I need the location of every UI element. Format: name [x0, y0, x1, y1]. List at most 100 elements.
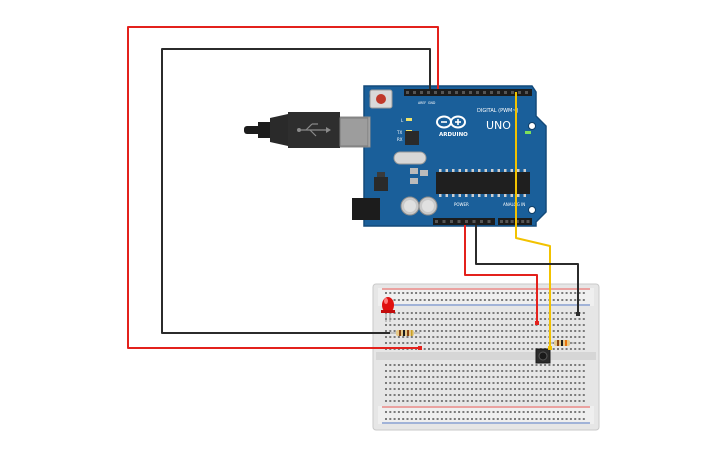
digital-pin-header[interactable] [404, 89, 532, 96]
breadboard-hole [488, 382, 491, 384]
breadboard-hole [415, 299, 418, 301]
breadboard-hole [397, 292, 400, 294]
breadboard-hole [458, 411, 461, 413]
pin-socket [525, 91, 528, 94]
breadboard-hole [436, 364, 439, 366]
breadboard-hole [574, 292, 577, 294]
breadboard-hole [475, 388, 478, 390]
chip-pin [497, 169, 500, 172]
breadboard-hole [479, 292, 482, 294]
usb-cable[interactable] [244, 112, 369, 148]
breadboard-hole [544, 382, 547, 384]
breadboard-hole [475, 292, 478, 294]
breadboard-hole [531, 342, 534, 344]
breadboard-hole [419, 324, 422, 326]
breadboard-hole [440, 318, 443, 320]
power-on-led-icon [525, 131, 531, 134]
breadboard-hole [471, 292, 473, 294]
breadboard-hole [393, 336, 396, 338]
breadboard-hole [518, 292, 521, 294]
pin-socket [500, 220, 503, 223]
breadboard-hole [423, 324, 426, 326]
breadboard-hole [428, 400, 430, 402]
red-wire-5v[interactable] [464, 225, 538, 323]
breadboard[interactable] [372, 283, 600, 431]
breadboard-hole [462, 382, 465, 384]
breadboard-hole [462, 400, 465, 402]
pulldown-resistor[interactable] [548, 340, 574, 346]
arduino-logo-icon [436, 115, 466, 129]
breadboard-hole [423, 418, 426, 420]
breadboard-hole [522, 336, 525, 338]
led-resistor[interactable] [388, 330, 420, 336]
power-pin-header[interactable] [433, 218, 495, 225]
breadboard-hole [526, 318, 529, 320]
breadboard-hole [578, 394, 581, 396]
breadboard-hole [385, 376, 387, 378]
breadboard-hole [415, 318, 418, 320]
red-led[interactable] [381, 297, 395, 322]
breadboard-hole [535, 382, 538, 384]
breadboard-hole [522, 400, 525, 402]
breadboard-hole [397, 418, 400, 420]
breadboard-hole [475, 324, 478, 326]
red-wire-pin13[interactable] [127, 26, 439, 349]
breadboard-hole [415, 336, 418, 338]
breadboard-hole [415, 400, 418, 402]
breadboard-hole [488, 312, 491, 314]
push-button[interactable] [535, 348, 551, 364]
breadboard-hole [574, 376, 577, 378]
breadboard-hole [514, 370, 516, 372]
breadboard-hole [505, 336, 508, 338]
breadboard-hole [475, 382, 478, 384]
pin-socket [427, 91, 430, 94]
breadboard-hole [458, 336, 461, 338]
breadboard-hole [488, 330, 491, 332]
breadboard-hole [415, 312, 418, 314]
breadboard-hole [561, 292, 564, 294]
breadboard-hole [453, 411, 456, 413]
breadboard-hole [423, 388, 426, 390]
black-wire-gnd-bottom[interactable] [475, 225, 579, 314]
breadboard-hole [449, 376, 452, 378]
pin-socket [497, 91, 500, 94]
breadboard-hole [389, 370, 392, 372]
breadboard-hole [432, 376, 435, 378]
breadboard-hole [531, 330, 534, 332]
breadboard-hole [501, 336, 504, 338]
breadboard-hole [514, 364, 516, 366]
breadboard-hole [552, 400, 555, 402]
breadboard-hole [501, 370, 504, 372]
yellow-wire-pin2[interactable] [515, 92, 551, 348]
breadboard-hole [471, 364, 473, 366]
breadboard-hole [509, 388, 512, 390]
breadboard-hole [419, 336, 422, 338]
breadboard-hole [397, 382, 400, 384]
pin-socket [518, 91, 521, 94]
breadboard-hole [453, 382, 456, 384]
breadboard-hole [389, 400, 392, 402]
breadboard-hole [578, 382, 581, 384]
breadboard-hole [526, 382, 529, 384]
breadboard-hole [488, 370, 491, 372]
breadboard-hole [501, 292, 504, 294]
black-wire-gnd-top[interactable] [161, 48, 431, 334]
reset-button-cap[interactable] [376, 94, 386, 104]
breadboard-hole [522, 342, 525, 344]
breadboard-hole [522, 318, 525, 320]
breadboard-hole [552, 370, 555, 372]
breadboard-hole [449, 292, 452, 294]
chip-pin [439, 169, 442, 172]
breadboard-hole [428, 312, 430, 314]
breadboard-hole [509, 299, 512, 301]
breadboard-hole [526, 342, 529, 344]
breadboard-hole [449, 382, 452, 384]
breadboard-hole [544, 370, 547, 372]
breadboard-hole [531, 394, 534, 396]
breadboard-hole [462, 411, 465, 413]
push-button-cap[interactable] [538, 351, 548, 361]
breadboard-hole [419, 342, 422, 344]
breadboard-hole [449, 388, 452, 390]
breadboard-hole [479, 336, 482, 338]
breadboard-hole [514, 400, 516, 402]
